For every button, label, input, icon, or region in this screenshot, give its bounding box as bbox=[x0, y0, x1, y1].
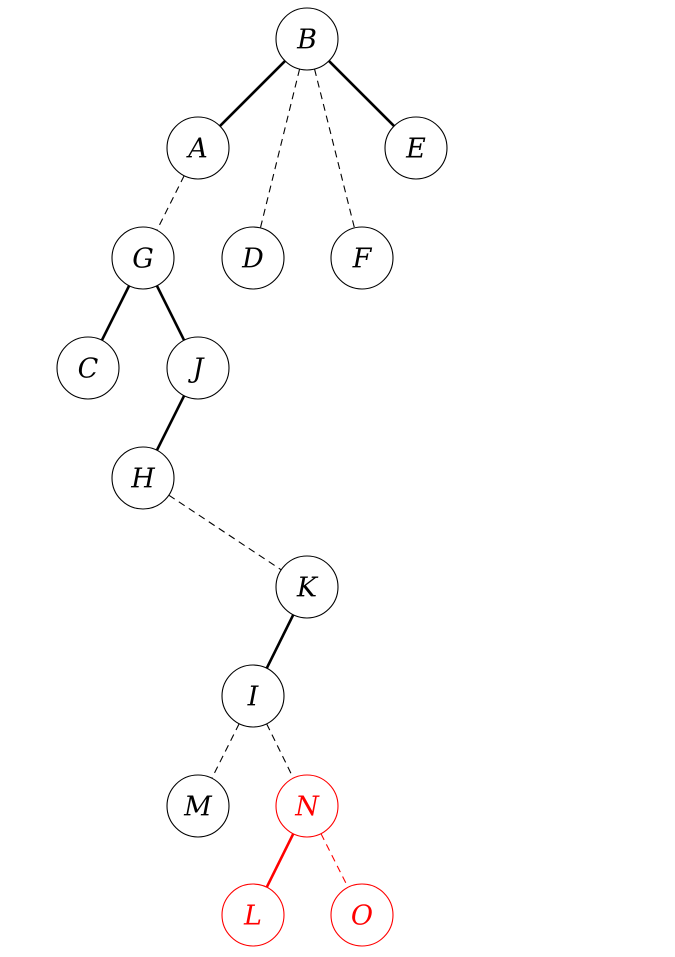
edge-i-m bbox=[211, 723, 240, 779]
edge-a-g bbox=[156, 175, 185, 231]
node-a: A bbox=[166, 116, 230, 180]
edge-n-l bbox=[265, 833, 295, 888]
node-circle-m bbox=[166, 774, 230, 838]
node-label-l: L bbox=[243, 901, 262, 932]
node-label-h: H bbox=[130, 464, 155, 495]
node-label-e: E bbox=[405, 134, 426, 165]
node-i: I bbox=[221, 664, 285, 728]
node-circle-b bbox=[275, 7, 339, 71]
node-circle-f bbox=[330, 226, 394, 290]
node-circle-n bbox=[275, 774, 339, 838]
edge-i-n bbox=[266, 723, 294, 779]
edge-g-c bbox=[100, 285, 131, 341]
node-circle-d bbox=[221, 226, 285, 290]
node-label-c: C bbox=[78, 354, 99, 385]
edge-k-i bbox=[265, 614, 295, 669]
edge-n-o bbox=[320, 833, 349, 888]
node-e: E bbox=[384, 116, 448, 180]
node-c: C bbox=[56, 336, 120, 400]
edge-j-h bbox=[155, 395, 186, 451]
node-label-b: B bbox=[296, 25, 317, 56]
node-circle-h bbox=[111, 446, 175, 510]
node-m: M bbox=[166, 774, 230, 838]
edge-h-k bbox=[168, 494, 282, 571]
node-h: H bbox=[111, 446, 175, 510]
nodes-layer: B A E G D F C J H K I M N L O bbox=[56, 7, 448, 947]
edge-b-a bbox=[219, 60, 286, 127]
edge-g-j bbox=[155, 285, 186, 341]
node-d: D bbox=[221, 226, 285, 290]
node-circle-i bbox=[221, 664, 285, 728]
node-k: K bbox=[275, 555, 339, 619]
node-circle-j bbox=[166, 336, 230, 400]
node-label-m: M bbox=[183, 792, 213, 823]
node-label-n: N bbox=[294, 792, 320, 823]
node-label-j: J bbox=[188, 354, 206, 385]
node-label-f: F bbox=[352, 244, 373, 275]
node-f: F bbox=[330, 226, 394, 290]
node-label-k: K bbox=[296, 573, 319, 604]
node-circle-o bbox=[330, 883, 394, 947]
node-circle-g bbox=[111, 226, 175, 290]
node-g: G bbox=[111, 226, 175, 290]
node-label-o: O bbox=[351, 901, 373, 932]
node-label-a: A bbox=[185, 134, 208, 165]
node-circle-l bbox=[221, 883, 285, 947]
node-n: N bbox=[275, 774, 339, 838]
edge-b-f bbox=[314, 68, 355, 229]
node-label-i: I bbox=[247, 682, 260, 713]
node-label-g: G bbox=[132, 244, 154, 275]
node-circle-c bbox=[56, 336, 120, 400]
node-j: J bbox=[166, 336, 230, 400]
node-circle-e bbox=[384, 116, 448, 180]
edge-b-e bbox=[328, 60, 395, 127]
node-l: L bbox=[221, 883, 285, 947]
node-o: O bbox=[330, 883, 394, 947]
node-circle-a bbox=[166, 116, 230, 180]
node-b: B bbox=[275, 7, 339, 71]
node-circle-k bbox=[275, 555, 339, 619]
edge-b-d bbox=[259, 68, 301, 229]
edges-layer bbox=[100, 60, 395, 888]
node-label-d: D bbox=[241, 244, 264, 275]
